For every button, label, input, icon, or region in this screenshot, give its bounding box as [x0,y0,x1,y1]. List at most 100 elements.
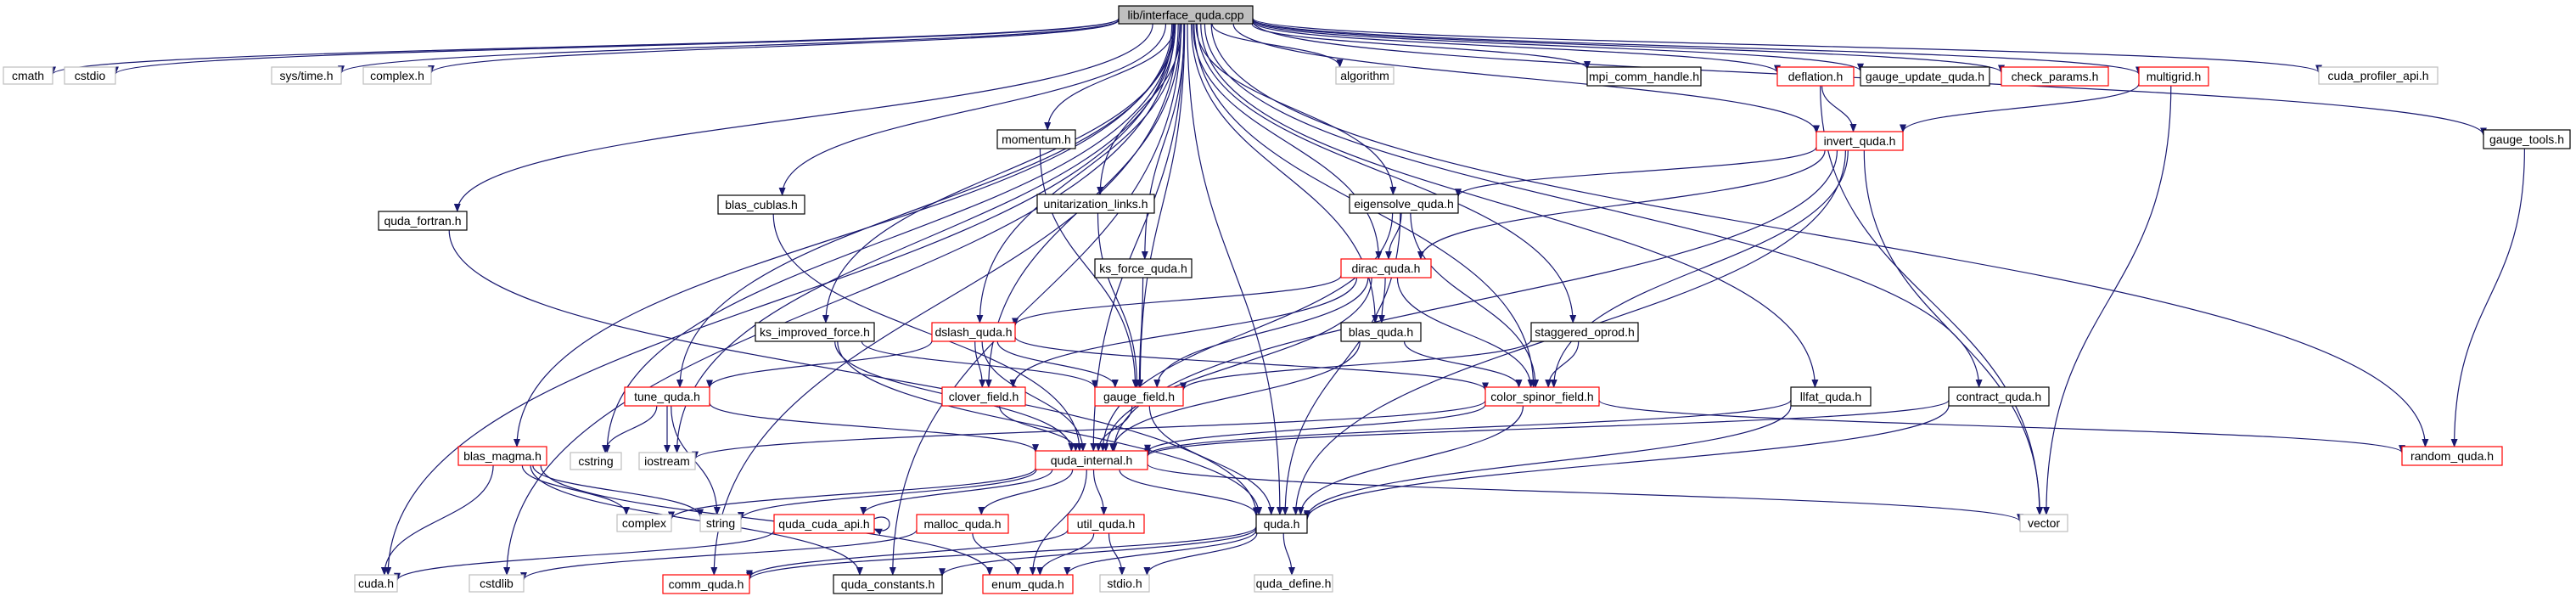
node-label: vector [2028,516,2060,530]
node-label: deflation.h [1788,70,1844,83]
edge-staggered-to-gauge_field [1180,339,1532,391]
node-cuda_profiler[interactable]: cuda_profiler_api.h [2318,66,2439,85]
edge-quda_internal-to-enum_quda [1029,469,1087,576]
node-box [699,514,742,532]
node-ks_improved_force[interactable]: ks_improved_force.h [755,322,875,342]
node-label: cuda_profiler_api.h [2327,69,2428,82]
node-box [1586,66,1702,87]
edge-gauge_field-to-quda_internal [1095,405,1133,452]
node-algorithm[interactable]: algorithm [1335,66,1395,85]
node-complex[interactable]: complex [616,514,672,532]
node-label: blas_magma.h [463,449,542,463]
node-string[interactable]: string [699,514,742,532]
node-mpi_comm[interactable]: mpi_comm_handle.h [1586,66,1702,87]
node-gauge_update[interactable]: gauge_update_quda.h [1860,66,1990,87]
node-label: gauge_update_quda.h [1866,70,1984,83]
node-box [2019,514,2068,532]
edge-dslash_quda-to-clover_field [974,340,986,388]
node-quda_cuda_api[interactable]: quda_cuda_api.h [773,514,875,534]
edge-quda_internal-to-quda_h [1119,469,1260,516]
node-quda_internal[interactable]: quda_internal.h [1035,450,1148,470]
node-util_quda[interactable]: util_quda.h [1067,514,1145,534]
node-iostream[interactable]: iostream [638,452,696,470]
edge-dirac_quda-to-clover_field [1009,277,1358,388]
node-quda_define[interactable]: quda_define.h [1254,574,1333,593]
edge-deflation-to-invert_quda [1821,85,1857,132]
edge-staggered-to-color_spinor [1545,340,1580,388]
node-tune_quda[interactable]: tune_quda.h [624,386,710,407]
node-label: llfat_quda.h [1800,390,1861,403]
node-box [2138,66,2209,87]
node-gauge_field[interactable]: gauge_field.h [1094,386,1184,407]
node-blas_quda[interactable]: blas_quda.h [1340,322,1422,342]
node-label: multigrid.h [2147,70,2202,83]
edge-dirac_quda-to-color_spinor [1396,277,1535,388]
node-deflation[interactable]: deflation.h [1776,66,1855,87]
node-quda_constants[interactable]: quda_constants.h [833,574,943,594]
node-color_spinor[interactable]: color_spinor_field.h [1484,386,1600,407]
node-llfat[interactable]: llfat_quda.h [1790,386,1872,407]
node-random_quda[interactable]: random_quda.h [2401,446,2503,466]
edge-dslash_quda-to-tune_quda [706,340,933,389]
node-box [662,574,750,594]
node-label: cstdio [75,69,106,82]
node-cuda_h[interactable]: cuda.h [354,574,398,593]
node-complexh[interactable]: complex.h [362,66,432,85]
node-cstdlib[interactable]: cstdlib [469,574,525,593]
edge-root-to-momentum [1044,23,1176,131]
node-label: blas_cublas.h [725,198,798,211]
node-ks_force[interactable]: ks_force_quda.h [1094,258,1193,278]
node-systime[interactable]: sys/time.h [271,66,342,85]
node-label: ks_improved_force.h [760,325,870,339]
node-quda_fortran[interactable]: quda_fortran.h [378,211,468,231]
node-box [2483,129,2571,149]
node-box [354,574,398,593]
edge-root-to-complexh [428,20,1120,74]
node-label: contract_quda.h [1956,390,2041,403]
node-staggered[interactable]: staggered_oprod.h [1530,322,1639,342]
node-clover_field[interactable]: clover_field.h [941,386,1026,407]
edge-quda_internal-to-util_quda [1092,469,1108,515]
node-malloc_quda[interactable]: malloc_quda.h [916,514,1009,534]
edge-dirac_quda-to-quda_internal [1102,277,1372,452]
node-momentum[interactable]: momentum.h [996,129,1076,149]
node-box [2401,446,2503,466]
node-gauge_tools[interactable]: gauge_tools.h [2483,129,2571,149]
node-vector[interactable]: vector [2019,514,2068,532]
node-contract[interactable]: contract_quda.h [1948,386,2050,407]
node-label: cstring [578,454,613,468]
edge-root-to-deflation [1252,20,1781,74]
node-eigensolve[interactable]: eigensolve_quda.h [1349,194,1459,214]
node-unitarization[interactable]: unitarization_links.h [1036,194,1155,214]
node-root[interactable]: lib/interface_quda.cpp [1118,5,1254,25]
node-blas_cublas[interactable]: blas_cublas.h [717,194,805,215]
node-check_params[interactable]: check_params.h [2001,66,2109,87]
node-box [3,66,53,85]
node-enum_quda[interactable]: enum_quda.h [982,574,1074,594]
edge-blas_magma-to-cuda_h [380,464,494,576]
node-box [1776,66,1855,87]
node-comm_quda[interactable]: comm_quda.h [662,574,750,594]
node-box [941,386,1026,407]
node-quda_h[interactable]: quda.h [1255,514,1308,534]
node-multigrid[interactable]: multigrid.h [2138,66,2209,87]
edge-root-to-cstring [603,23,1175,453]
node-box [773,514,875,534]
edge-quda_h-to-comm_quda [746,526,1257,581]
node-box [1860,66,1990,87]
edge-quda_internal-to-string [738,469,1037,520]
node-cstring[interactable]: cstring [570,452,622,470]
node-box [982,574,1074,594]
node-label: quda_internal.h [1051,453,1133,467]
node-cmath[interactable]: cmath [3,66,53,85]
node-blas_magma[interactable]: blas_magma.h [457,446,547,466]
node-invert_quda[interactable]: invert_quda.h [1816,131,1904,151]
node-dirac_quda[interactable]: dirac_quda.h [1340,258,1432,278]
node-stdio[interactable]: stdio.h [1099,574,1150,593]
node-box [1035,450,1148,470]
node-box [362,66,432,85]
node-label: unitarization_links.h [1044,197,1148,211]
node-dslash_quda[interactable]: dslash_quda.h [931,322,1016,342]
node-cstdio[interactable]: cstdio [64,66,116,85]
node-box [1255,514,1308,534]
